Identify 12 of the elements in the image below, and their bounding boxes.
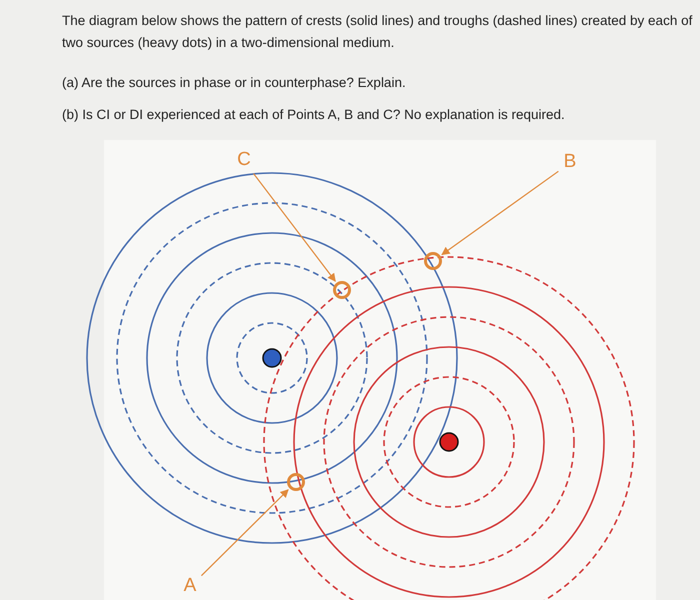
question-text: (a) Are the sources in phase or in counterphase? Explain. [62, 74, 407, 92]
point-marker [424, 252, 442, 270]
point-label: A [180, 576, 200, 598]
point-label: B [560, 152, 580, 174]
intro-text: The diagram below shows the pattern of crests (solid lines) and troughs (dashed lines) created by each of two sources (heavy dots) in a two-dimensional medium. [62, 12, 694, 52]
arrow [253, 173, 336, 282]
point-label: C [234, 150, 254, 172]
question-text: (b) Is CI or DI experienced at each of Points A, B and C? No explanation is required. [62, 106, 566, 124]
arrow [441, 170, 559, 256]
point-marker [333, 281, 351, 299]
point-marker [287, 473, 305, 491]
arrow [201, 489, 289, 576]
